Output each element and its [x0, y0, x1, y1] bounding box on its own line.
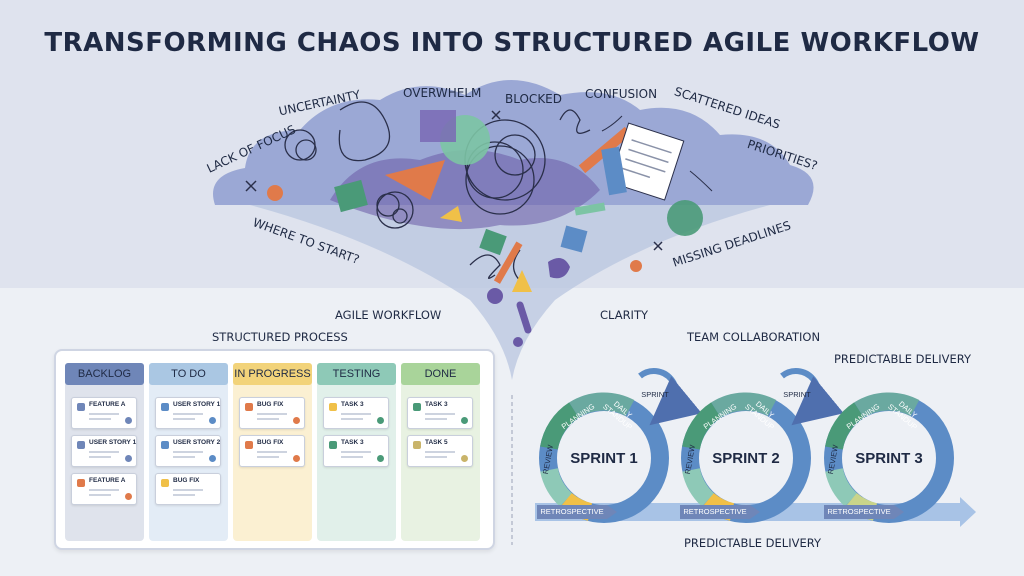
sprint-2-loop-label: SPRINT — [783, 390, 811, 399]
column-backlog: BACKLOG FEATURE A USER STORY 1 FEATURE A — [65, 363, 144, 541]
task-card[interactable]: FEATURE A — [71, 473, 137, 505]
card-icon — [161, 479, 169, 487]
card-title: BUG FIX — [257, 401, 284, 408]
sprint-2-retro: RETROSPECTIVE — [683, 507, 747, 516]
sprint-1-title: SPRINT 1 — [570, 450, 638, 467]
card-title: TASK 3 — [341, 401, 364, 408]
card-icon — [329, 403, 337, 411]
check-icon — [209, 417, 216, 424]
task-card[interactable]: FEATURE A — [71, 397, 137, 429]
card-icon — [245, 403, 253, 411]
card-icon — [77, 441, 85, 449]
sprint-3-retro: RETROSPECTIVE — [827, 507, 891, 516]
check-icon — [125, 417, 132, 424]
task-card[interactable]: BUG FIX — [239, 435, 305, 467]
column-done: DONE TASK 3 TASK 5 — [401, 363, 480, 541]
label-team-collaboration: TEAM COLLABORATION — [687, 330, 821, 344]
column-header-testing[interactable]: TESTING — [317, 363, 396, 385]
task-card[interactable]: TASK 3 — [407, 397, 473, 429]
card-title: BUG FIX — [257, 439, 284, 446]
label-structured-process: STRUCTURED PROCESS — [212, 330, 348, 344]
card-title: FEATURE A — [89, 477, 126, 484]
check-icon — [461, 455, 468, 462]
card-icon — [413, 441, 421, 449]
column-header-backlog[interactable]: BACKLOG — [65, 363, 144, 385]
task-card[interactable]: TASK 5 — [407, 435, 473, 467]
column-todo: TO DO USER STORY 1 USER STORY 2 BUG FIX — [149, 363, 228, 541]
column-in-progress: IN PROGRESS BUG FIX BUG FIX — [233, 363, 312, 541]
card-title: TASK 3 — [425, 401, 448, 408]
task-card[interactable]: TASK 3 — [323, 435, 389, 467]
card-icon — [161, 403, 169, 411]
label-overwhelm: OVERWHELM — [403, 86, 482, 100]
label-agile-workflow: AGILE WORKFLOW — [335, 308, 442, 322]
check-icon — [461, 417, 468, 424]
task-card[interactable]: USER STORY 1 — [71, 435, 137, 467]
card-title: TASK 5 — [425, 439, 448, 446]
card-icon — [77, 403, 85, 411]
status-icon — [293, 455, 300, 462]
label-blocked: BLOCKED — [505, 92, 563, 106]
page-title: TRANSFORMING CHAOS INTO STRUCTURED AGILE… — [44, 28, 980, 58]
funnel-shape — [250, 205, 770, 380]
column-testing: TESTING TASK 3 TASK 3 — [317, 363, 396, 541]
sprint-3-title: SPRINT 3 — [855, 450, 923, 467]
column-header-todo[interactable]: TO DO — [149, 363, 228, 385]
check-icon — [377, 455, 384, 462]
kanban-board: BACKLOG FEATURE A USER STORY 1 FEATURE A… — [54, 349, 495, 550]
card-icon — [245, 441, 253, 449]
orange-triangle-shape — [385, 160, 445, 200]
sprint-1-loop-label: SPRINT — [641, 390, 669, 399]
card-title: USER STORY 1 — [89, 439, 137, 446]
label-predictable-delivery-top: PREDICTABLE DELIVERY — [834, 352, 972, 366]
check-icon — [125, 455, 132, 462]
card-icon — [413, 403, 421, 411]
label-clarity: CLARITY — [600, 308, 648, 322]
scribbles — [284, 101, 591, 286]
card-icon — [77, 479, 85, 487]
card-title: USER STORY 2 — [173, 439, 221, 446]
column-header-done[interactable]: DONE — [401, 363, 480, 385]
sprint-2-title: SPRINT 2 — [712, 450, 780, 467]
green-square-shape — [334, 179, 368, 213]
column-header-in-progress[interactable]: IN PROGRESS — [233, 363, 312, 385]
task-card[interactable]: BUG FIX — [155, 473, 221, 505]
check-icon — [125, 493, 132, 500]
label-predictable-delivery-bottom: PREDICTABLE DELIVERY — [684, 536, 822, 550]
card-title: USER STORY 1 — [173, 401, 221, 408]
label-confusion: CONFUSION — [585, 87, 658, 101]
card-title: FEATURE A — [89, 401, 126, 408]
check-icon — [209, 455, 216, 462]
document-icon — [608, 122, 685, 201]
task-card[interactable]: USER STORY 1 — [155, 397, 221, 429]
card-title: TASK 3 — [341, 439, 364, 446]
sprint-1-retro: RETROSPECTIVE — [540, 507, 604, 516]
check-icon — [377, 417, 384, 424]
task-card[interactable]: BUG FIX — [239, 397, 305, 429]
task-card[interactable]: TASK 3 — [323, 397, 389, 429]
status-icon — [293, 417, 300, 424]
card-icon — [161, 441, 169, 449]
task-card[interactable]: USER STORY 2 — [155, 435, 221, 467]
card-icon — [329, 441, 337, 449]
card-title: BUG FIX — [173, 477, 200, 484]
